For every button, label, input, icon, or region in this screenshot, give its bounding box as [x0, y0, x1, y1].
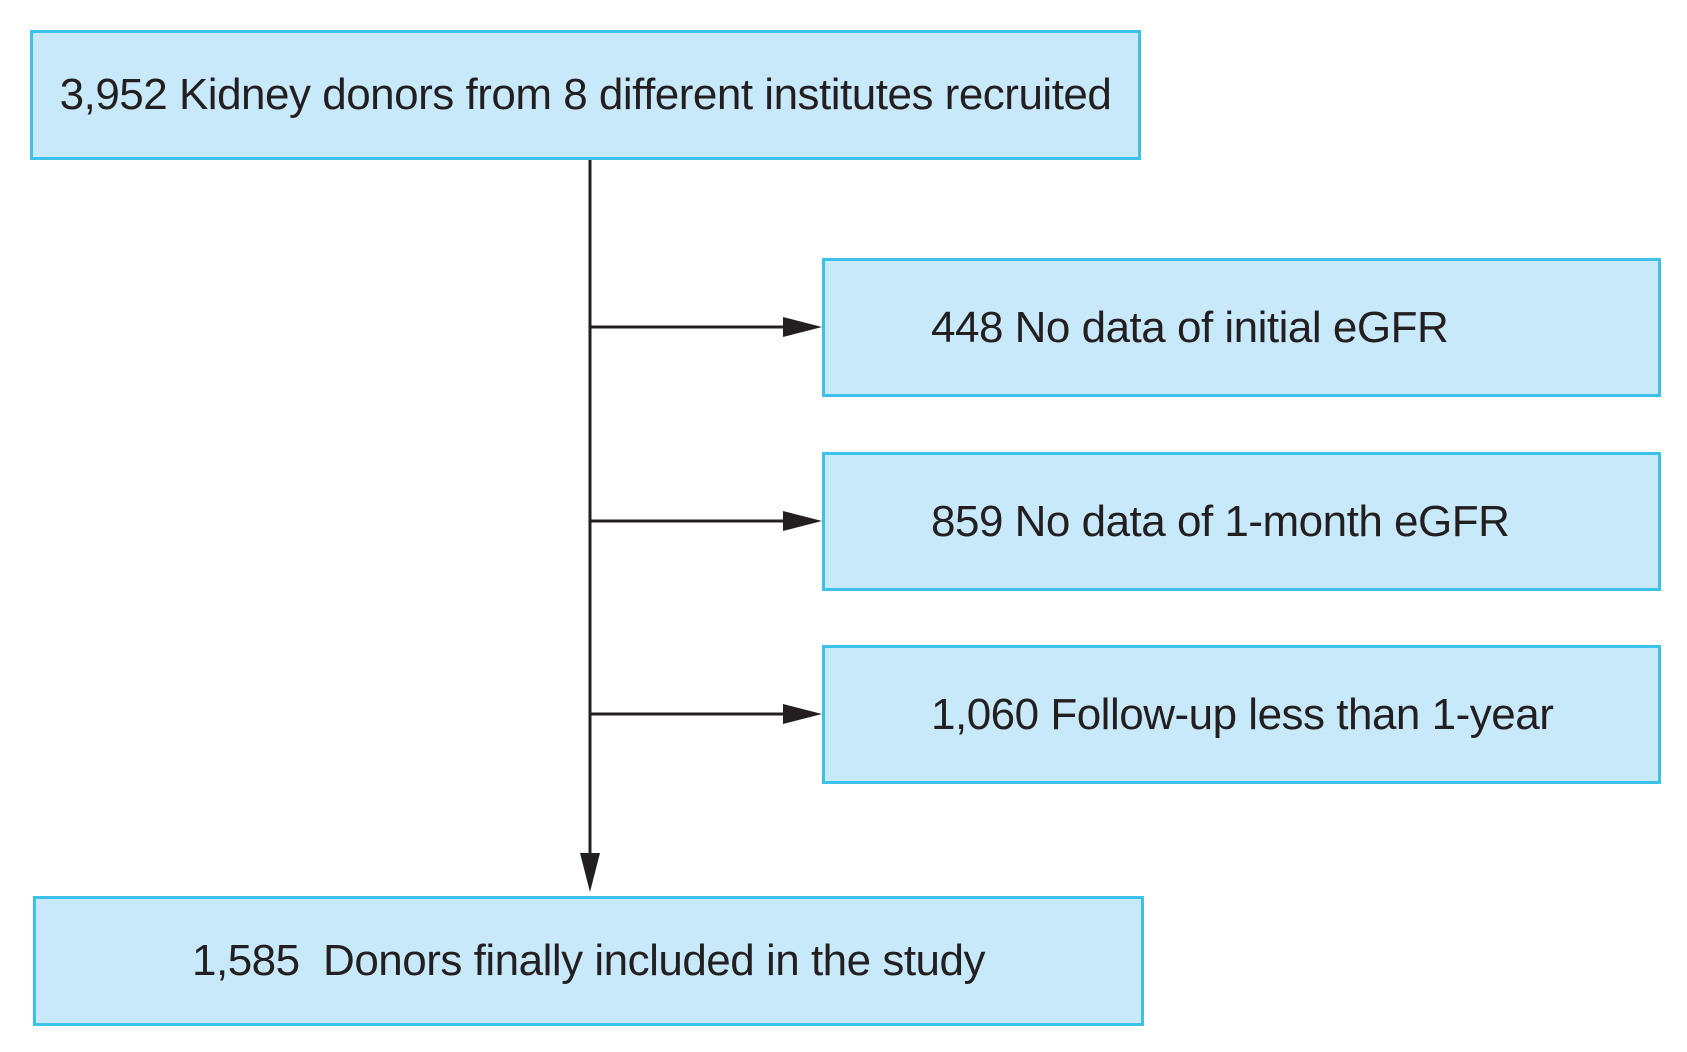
exclusion-arrowhead-2 [783, 511, 822, 531]
exclusion-text-follow-up: 1,060 Follow-up less than 1-year [931, 689, 1554, 739]
exclusion-arrowhead-3 [783, 704, 822, 724]
main-flow-arrowhead [580, 853, 600, 892]
final-included-text: 1,585 Donors finally included in the stu… [192, 936, 986, 985]
exclusion-text-1-month-egfr: 859 No data of 1-month eGFR [931, 496, 1510, 546]
exclusion-box-initial-egfr: 448 No data of initial eGFR [822, 258, 1661, 397]
exclusion-arrowhead-1 [783, 317, 822, 337]
recruited-donors-box: 3,952 Kidney donors from 8 different ins… [30, 30, 1141, 160]
exclusion-box-1-month-egfr: 859 No data of 1-month eGFR [822, 452, 1661, 591]
exclusion-text-initial-egfr: 448 No data of initial eGFR [931, 302, 1449, 352]
recruited-donors-text: 3,952 Kidney donors from 8 different ins… [59, 70, 1112, 119]
exclusion-box-follow-up: 1,060 Follow-up less than 1-year [822, 645, 1661, 784]
final-included-box: 1,585 Donors finally included in the stu… [33, 896, 1144, 1026]
